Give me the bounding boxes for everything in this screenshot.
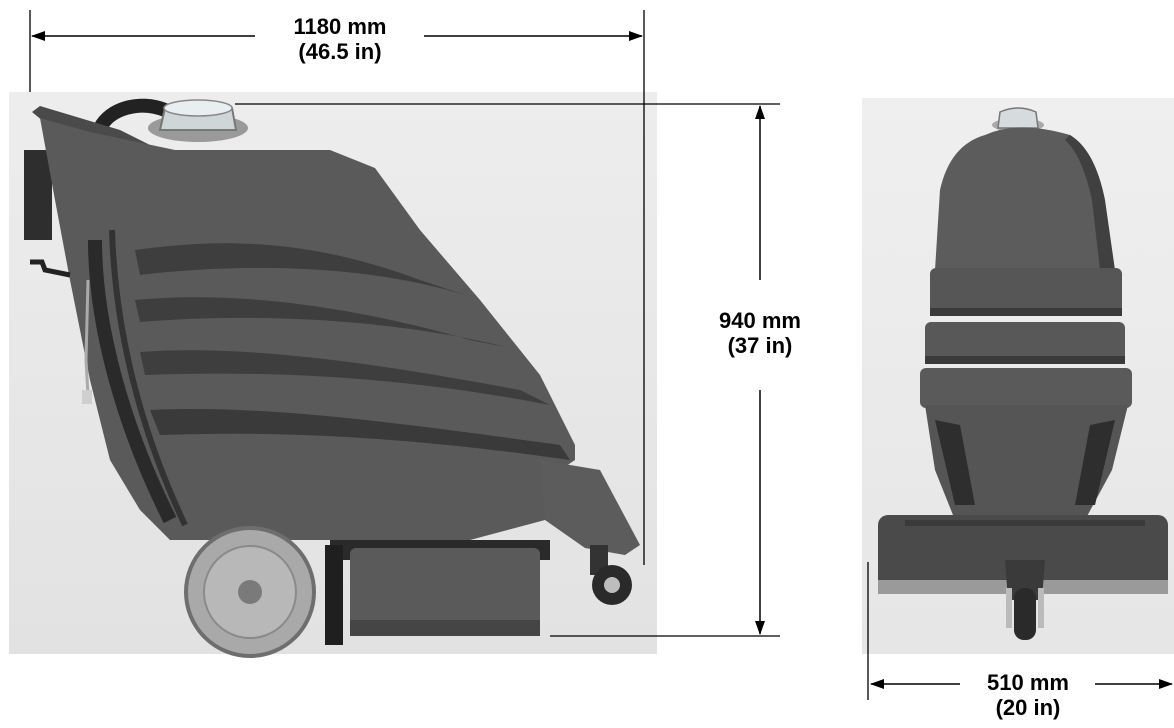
width-dimension-label: 510 mm (20 in) [966,670,1090,720]
width-imperial: (20 in) [995,695,1061,720]
length-imperial: (46.5 in) [298,39,382,64]
width-metric: 510 mm [987,670,1069,695]
height-dimension-label: 940 mm (37 in) [700,308,820,358]
height-metric: 940 mm [719,308,801,333]
length-metric: 1180 mm [293,14,387,39]
length-dimension-label: 1180 mm (46.5 in) [272,14,408,64]
front-view-machine [878,107,1168,640]
side-view-machine [24,98,640,658]
height-imperial: (37 in) [727,333,793,358]
